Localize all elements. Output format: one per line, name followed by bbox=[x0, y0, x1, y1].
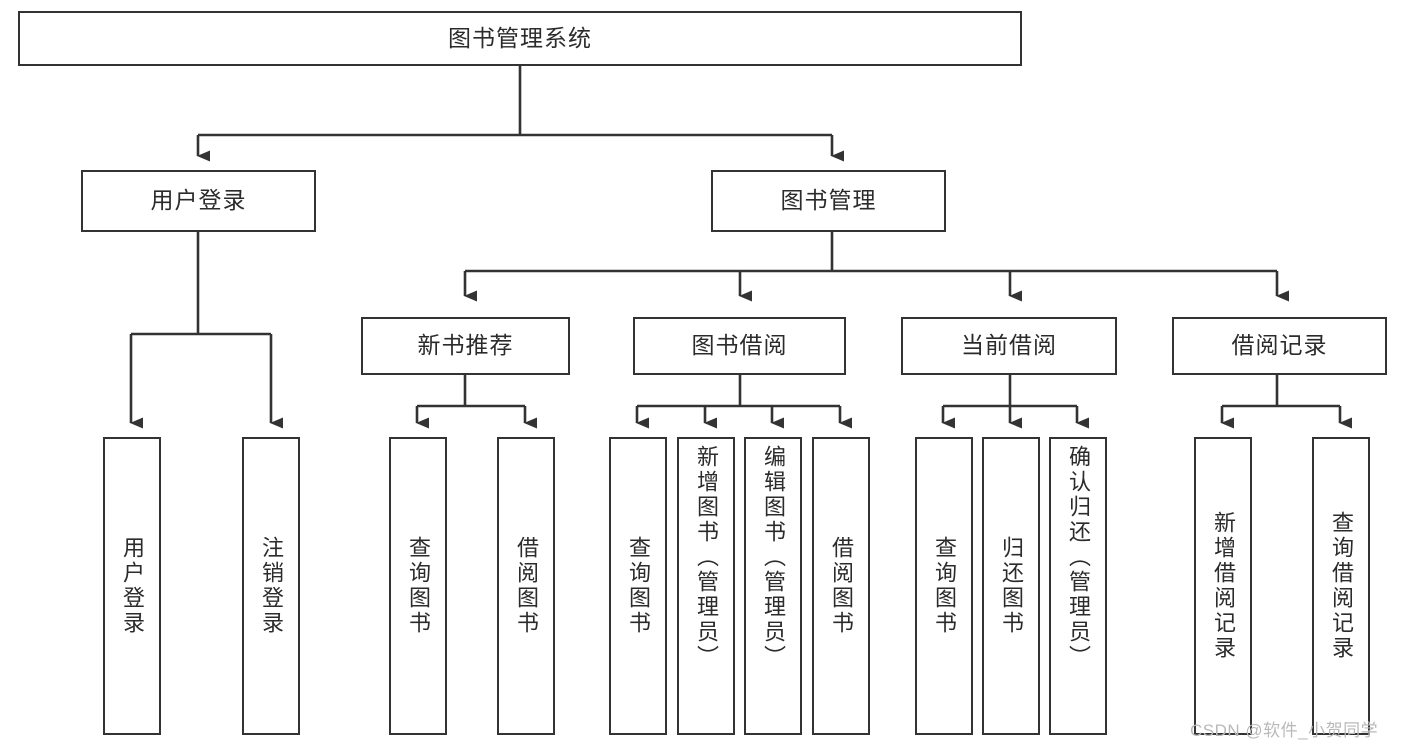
leaf-user-login-login[interactable]: 用户登录 bbox=[103, 437, 161, 735]
node-root-book-management-system[interactable]: 图书管理系统 bbox=[18, 11, 1022, 66]
node-label: 编辑图书（管理员） bbox=[760, 445, 786, 670]
node-label: 查询图书 bbox=[625, 536, 651, 636]
node-label: 注销登录 bbox=[258, 536, 284, 636]
node-label: 借阅记录 bbox=[1231, 332, 1328, 359]
node-label: 图书借阅 bbox=[691, 332, 788, 359]
node-label: 当前借阅 bbox=[961, 332, 1057, 359]
node-label: 查询图书 bbox=[405, 536, 431, 636]
node-label: 查询图书 bbox=[931, 536, 957, 636]
node-label: 用户登录 bbox=[119, 536, 145, 636]
leaf-book-borrow-edit-book-admin[interactable]: 编辑图书（管理员） bbox=[744, 437, 802, 735]
node-label: 新书推荐 bbox=[417, 332, 514, 359]
leaf-borrow-record-add-record[interactable]: 新增借阅记录 bbox=[1194, 437, 1252, 735]
node-label: 图书管理系统 bbox=[448, 24, 592, 51]
node-label: 借阅图书 bbox=[828, 536, 854, 636]
leaf-book-borrow-add-book-admin[interactable]: 新增图书（管理员） bbox=[677, 437, 735, 735]
leaf-new-book-query-book[interactable]: 查询图书 bbox=[389, 437, 447, 735]
node-borrow-record[interactable]: 借阅记录 bbox=[1172, 317, 1387, 375]
node-current-borrow[interactable]: 当前借阅 bbox=[901, 317, 1117, 375]
node-label: 用户登录 bbox=[150, 187, 247, 214]
node-label: 确认归还（管理员） bbox=[1065, 445, 1091, 670]
node-book-borrow[interactable]: 图书借阅 bbox=[633, 317, 846, 375]
leaf-current-borrow-confirm-return-admin[interactable]: 确认归还（管理员） bbox=[1049, 437, 1107, 735]
node-user-login[interactable]: 用户登录 bbox=[81, 170, 316, 232]
leaf-user-login-logout[interactable]: 注销登录 bbox=[242, 437, 300, 735]
watermark: CSDN @软件_小贺同学 bbox=[1190, 721, 1379, 740]
node-label: 新增图书（管理员） bbox=[693, 445, 719, 670]
node-book-management[interactable]: 图书管理 bbox=[711, 170, 946, 232]
leaf-current-borrow-return-book[interactable]: 归还图书 bbox=[982, 437, 1040, 735]
leaf-current-borrow-query-book[interactable]: 查询图书 bbox=[915, 437, 973, 735]
leaf-new-book-borrow-book[interactable]: 借阅图书 bbox=[497, 437, 555, 735]
node-label: 新增借阅记录 bbox=[1210, 511, 1236, 661]
node-new-book-recommend[interactable]: 新书推荐 bbox=[361, 317, 570, 375]
node-label: 图书管理 bbox=[780, 187, 877, 214]
node-label: 归还图书 bbox=[998, 536, 1024, 636]
leaf-book-borrow-query-book[interactable]: 查询图书 bbox=[609, 437, 667, 735]
leaf-borrow-record-query-record[interactable]: 查询借阅记录 bbox=[1312, 437, 1370, 735]
node-label: 借阅图书 bbox=[513, 536, 539, 636]
leaf-book-borrow-borrow-book[interactable]: 借阅图书 bbox=[812, 437, 870, 735]
node-label: 查询借阅记录 bbox=[1328, 511, 1354, 661]
